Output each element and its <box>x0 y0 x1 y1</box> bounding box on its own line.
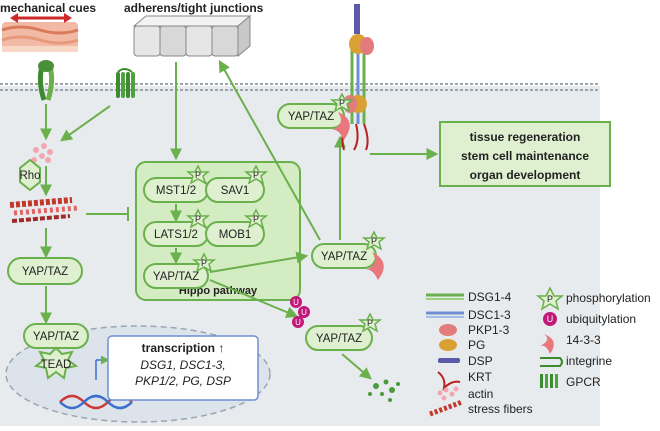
arrow-to-degradation <box>341 353 372 380</box>
legend-stress-fibers: stress fibers <box>429 399 533 417</box>
yap-taz-ub-label: YAP/TAZ <box>316 333 362 345</box>
outcome-line-1: tissue regeneration <box>470 130 581 144</box>
legend-p-glyph: P <box>547 294 553 304</box>
lats-label: LATS1/2 <box>154 229 198 241</box>
legend-krt: KRT <box>437 370 492 392</box>
legend-actin-label: actin <box>468 387 493 401</box>
phospho-star-sav <box>243 164 269 185</box>
phospho-desmosome-label: P <box>339 98 345 108</box>
legend-1433: 14-3-3 <box>540 333 601 354</box>
legend-pkp: PKP1-3 <box>439 323 510 337</box>
phospho-star-yap-1433 <box>361 230 387 251</box>
tissue-image <box>1 22 79 52</box>
legend: DSG1-4 DSC1-3 PKP1-3 PG DSP KRT actin <box>426 286 651 417</box>
legend-dsg-label: DSG1-4 <box>468 290 512 304</box>
phospho-star-mst <box>185 164 211 185</box>
mob-label: MOB1 <box>219 229 252 241</box>
degradation-fragments-icon <box>368 379 400 402</box>
yap-taz-nuclear-label: YAP/TAZ <box>33 331 79 343</box>
ub-label-3: U <box>295 318 301 327</box>
mechanical-cues-label: mechanical cues <box>0 1 96 15</box>
legend-phosphorylation-label: phosphorylation <box>566 291 651 305</box>
phospho-star-mob <box>243 208 269 229</box>
legend-gpcr: GPCR <box>540 374 601 389</box>
tead-label: TEAD <box>41 359 72 371</box>
phospho-lats-label: P <box>195 214 201 224</box>
phospho-star-desmosome <box>329 92 355 113</box>
outcome-box <box>439 121 611 187</box>
legend-actin: actin <box>437 386 493 401</box>
tead-star <box>33 346 79 380</box>
legend-dsg: DSG1-4 <box>426 290 512 304</box>
legend-dsc-label: DSC1-3 <box>468 308 511 322</box>
protein-1433-icon <box>366 252 384 280</box>
phospho-mst-label: P <box>195 170 201 180</box>
arrow-gpcr-to-actin <box>60 105 111 142</box>
yap-taz-cytoplasm-label: YAP/TAZ <box>22 266 68 278</box>
yap-taz-cytoplasm-node <box>7 257 83 285</box>
transcription-genes-1: DSG1, DSC1-3, <box>140 358 225 372</box>
rho-hexagon <box>19 158 41 192</box>
legend-krt-label: KRT <box>468 370 492 384</box>
legend-ubiquitylation-label: ubiquitylation <box>566 312 636 326</box>
integrin-receptor-icon <box>37 60 55 101</box>
phospho-sav-label: P <box>253 170 259 180</box>
phospho-mob-label: P <box>253 214 259 224</box>
yap-taz-ub-node <box>305 325 373 351</box>
legend-ubiquitylation: U ubiquitylation <box>543 312 636 326</box>
junction-cells-image <box>132 14 252 58</box>
transcription-box <box>107 335 259 401</box>
phospho-star-yap-ub <box>357 312 383 333</box>
stretch-arrow-icon <box>10 13 72 23</box>
legend-pkp-label: PKP1-3 <box>468 323 510 337</box>
outcome-line-2: stem cell maintenance <box>461 149 589 163</box>
cell-membrane <box>0 83 600 91</box>
mob-node <box>205 221 265 247</box>
phospho-star-yap-hippo <box>191 252 217 273</box>
yap-taz-desmosome-label: YAP/TAZ <box>288 111 334 123</box>
legend-dsc: DSC1-3 <box>426 308 511 322</box>
phospho-yap-ub-label: P <box>367 318 373 328</box>
stress-fiber-icon <box>9 197 79 223</box>
arrow-hippo-to-ubiquitylation <box>209 279 299 318</box>
outcome-line-3: organ development <box>470 168 581 182</box>
sav-label: SAV1 <box>221 185 250 197</box>
inhibition-stress-to-hippo <box>86 207 129 221</box>
ubiquitin-chain-icon <box>290 296 310 328</box>
phospho-yap-hippo-label: P <box>201 258 207 268</box>
legend-stress-fibers-label: stress fibers <box>468 402 533 416</box>
yap-taz-hippo-label: YAP/TAZ <box>153 271 199 283</box>
phospho-star-lats <box>185 208 211 229</box>
legend-integrine: integrine <box>540 354 612 368</box>
junctions-label: adherens/tight junctions <box>124 1 264 15</box>
ub-label-1: U <box>293 298 299 307</box>
mst-label: MST1/2 <box>156 185 196 197</box>
legend-dsp: DSP <box>438 354 493 368</box>
legend-phosphorylation: P phosphorylation <box>535 286 651 311</box>
arrow-yap-to-junctions <box>218 59 321 241</box>
transcription-genes-2: PKP1/2, PG, DSP <box>135 374 231 388</box>
legend-u-glyph: U <box>547 314 554 324</box>
yap-taz-1433-label: YAP/TAZ <box>321 251 367 263</box>
legend-1433-label: 14-3-3 <box>566 333 601 347</box>
transcription-title: transcription ↑ <box>142 341 225 355</box>
protein-1433-desmosome-icon <box>332 112 350 140</box>
yap-taz-hippo-node <box>143 263 209 289</box>
legend-integrine-label: integrine <box>566 354 612 368</box>
legend-pg-label: PG <box>468 338 485 352</box>
legend-gpcr-label: GPCR <box>566 375 601 389</box>
gpcr-icon <box>116 68 135 98</box>
legend-dsp-label: DSP <box>468 354 493 368</box>
sav-node <box>205 177 265 203</box>
legend-pg: PG <box>439 338 485 352</box>
rho-label: Rho <box>19 170 40 182</box>
phospho-yap-1433-label: P <box>371 236 377 246</box>
arrow-hippo-to-yap-1433 <box>209 251 309 273</box>
ub-label-2: U <box>301 308 307 317</box>
